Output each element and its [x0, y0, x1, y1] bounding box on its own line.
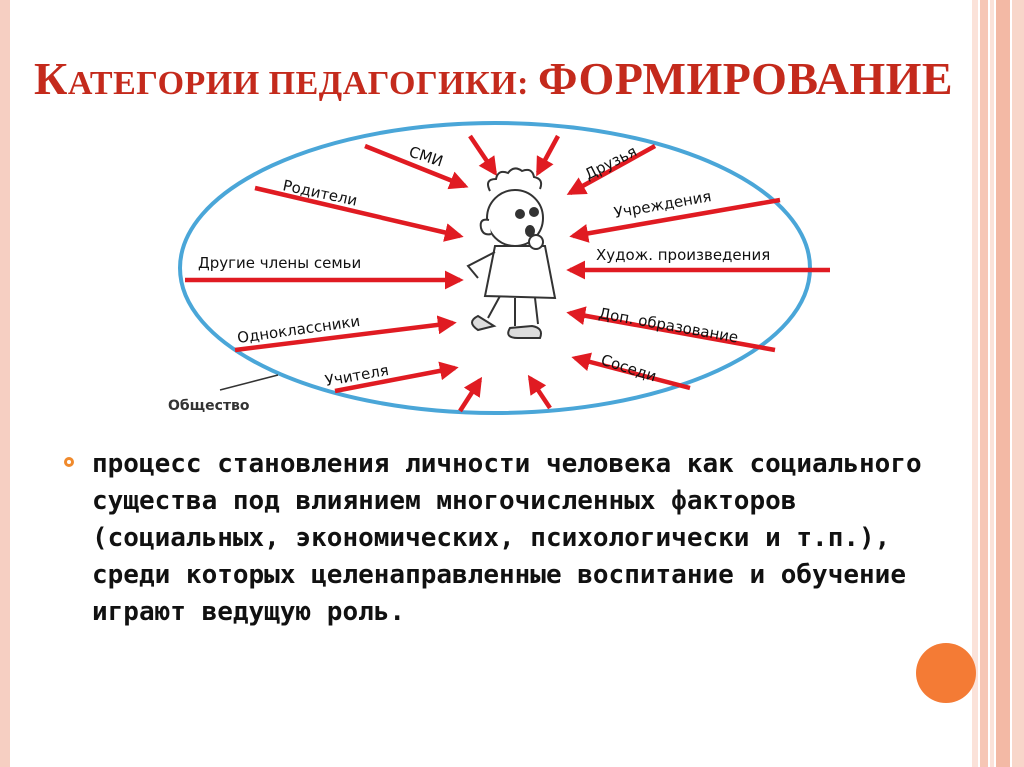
arrow-dop	[566, 306, 776, 353]
factor-labels: СМИ Друзья Родители Учреждения Другие чл…	[198, 142, 770, 390]
society-pointer-line	[219, 374, 279, 391]
arrow-top-left	[468, 134, 498, 177]
slide-frame-right	[972, 0, 1024, 767]
arrow-druzya	[566, 144, 657, 195]
factor-label-sosedi: Соседи	[599, 351, 659, 386]
arrow-sosedi	[571, 352, 691, 391]
society-label: Общество	[168, 398, 250, 414]
factor-label-druzya: Друзья	[582, 142, 640, 183]
arrow-bottom-right	[527, 374, 552, 410]
slide-frame-left	[0, 0, 10, 767]
influence-arrows	[185, 134, 830, 413]
page-title: КАТЕГОРИИ ПЕДАГОГИКИ: ФОРМИРОВАНИЕ	[34, 53, 954, 104]
factor-label-drugie: Другие члены семьи	[198, 254, 361, 272]
formation-diagram: СМИ Друзья Родители Учреждения Другие чл…	[168, 121, 830, 415]
decorative-orb	[916, 643, 976, 703]
arrow-odnoklassniki	[234, 315, 457, 353]
bullet-ring-icon	[64, 457, 74, 467]
arrow-top-right	[536, 134, 560, 177]
arrow-bottom-left	[458, 376, 483, 413]
arrow-smi	[364, 143, 469, 190]
arrow-uchitelya	[334, 361, 459, 394]
definition-text: процесс становления личности человека ка…	[92, 449, 922, 627]
arrow-uchrezhdeniya	[569, 197, 781, 243]
arrow-roditeli	[254, 185, 464, 242]
child-illustration	[466, 167, 557, 339]
factor-label-uchrezhdeniya: Учреждения	[613, 187, 713, 222]
factor-label-hudozh: Худож. произведения	[596, 246, 770, 264]
factor-label-dop: Доп. образование	[597, 304, 739, 346]
